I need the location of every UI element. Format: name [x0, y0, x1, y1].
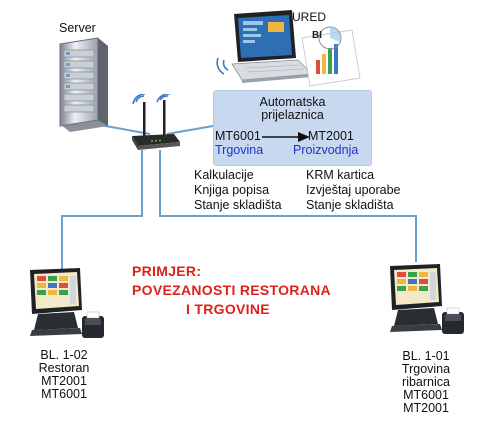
- box-title-line1: Automatska: [259, 95, 326, 109]
- pos-left-line1: BL. 1-02: [40, 348, 88, 362]
- left-doc-3: Stanje skladišta: [194, 198, 282, 212]
- line-to-left-pos: [61, 150, 143, 270]
- bi-label: BI: [312, 30, 322, 41]
- line-to-box: [166, 125, 214, 135]
- pos-left-line4: MT6001: [41, 387, 87, 401]
- right-doc-2: Izvještaj uporabe: [306, 183, 401, 197]
- server-label: Server: [59, 21, 96, 35]
- pos-right-line2: Trgovina: [401, 362, 451, 376]
- pos-right-line3: ribarnica: [402, 375, 450, 389]
- to-code: MT2001: [308, 129, 354, 143]
- right-doc-3: Stanje skladišta: [306, 198, 394, 212]
- pos-right-line1: BL. 1-01: [402, 349, 450, 363]
- pos-left-line2: Restoran: [38, 361, 90, 375]
- office-label: URED: [292, 10, 327, 24]
- left-doc-1: Kalkulacije: [194, 168, 254, 182]
- example-line3: I TRGOVINE: [186, 301, 270, 317]
- server-icon: [59, 37, 108, 132]
- wireless-router-icon: [132, 94, 180, 150]
- from-name: Trgovina: [215, 143, 264, 157]
- example-line2: POVEZANOSTI RESTORANA: [132, 282, 331, 298]
- right-doc-1: KRM kartica: [306, 168, 375, 182]
- from-code: MT6001: [215, 129, 261, 143]
- to-name: Proizvodnja: [293, 143, 359, 157]
- example-line1: PRIMJER:: [132, 263, 202, 279]
- transfer-arrow-icon: [262, 132, 310, 142]
- box-title-line2: prijelaznica: [261, 108, 324, 122]
- left-doc-2: Knjiga popisa: [194, 183, 270, 197]
- automatic-exchange-box: [213, 90, 372, 166]
- pos-terminal-right-icon: [390, 264, 464, 334]
- pos-left-line3: MT2001: [41, 374, 87, 388]
- line-to-server: [99, 124, 151, 135]
- pos-right-line5: MT2001: [403, 401, 449, 415]
- line-to-right-pos: [159, 150, 417, 262]
- pos-terminal-left-icon: [30, 268, 104, 338]
- office-laptop-icon: [216, 10, 361, 87]
- pos-right-line4: MT6001: [403, 388, 449, 402]
